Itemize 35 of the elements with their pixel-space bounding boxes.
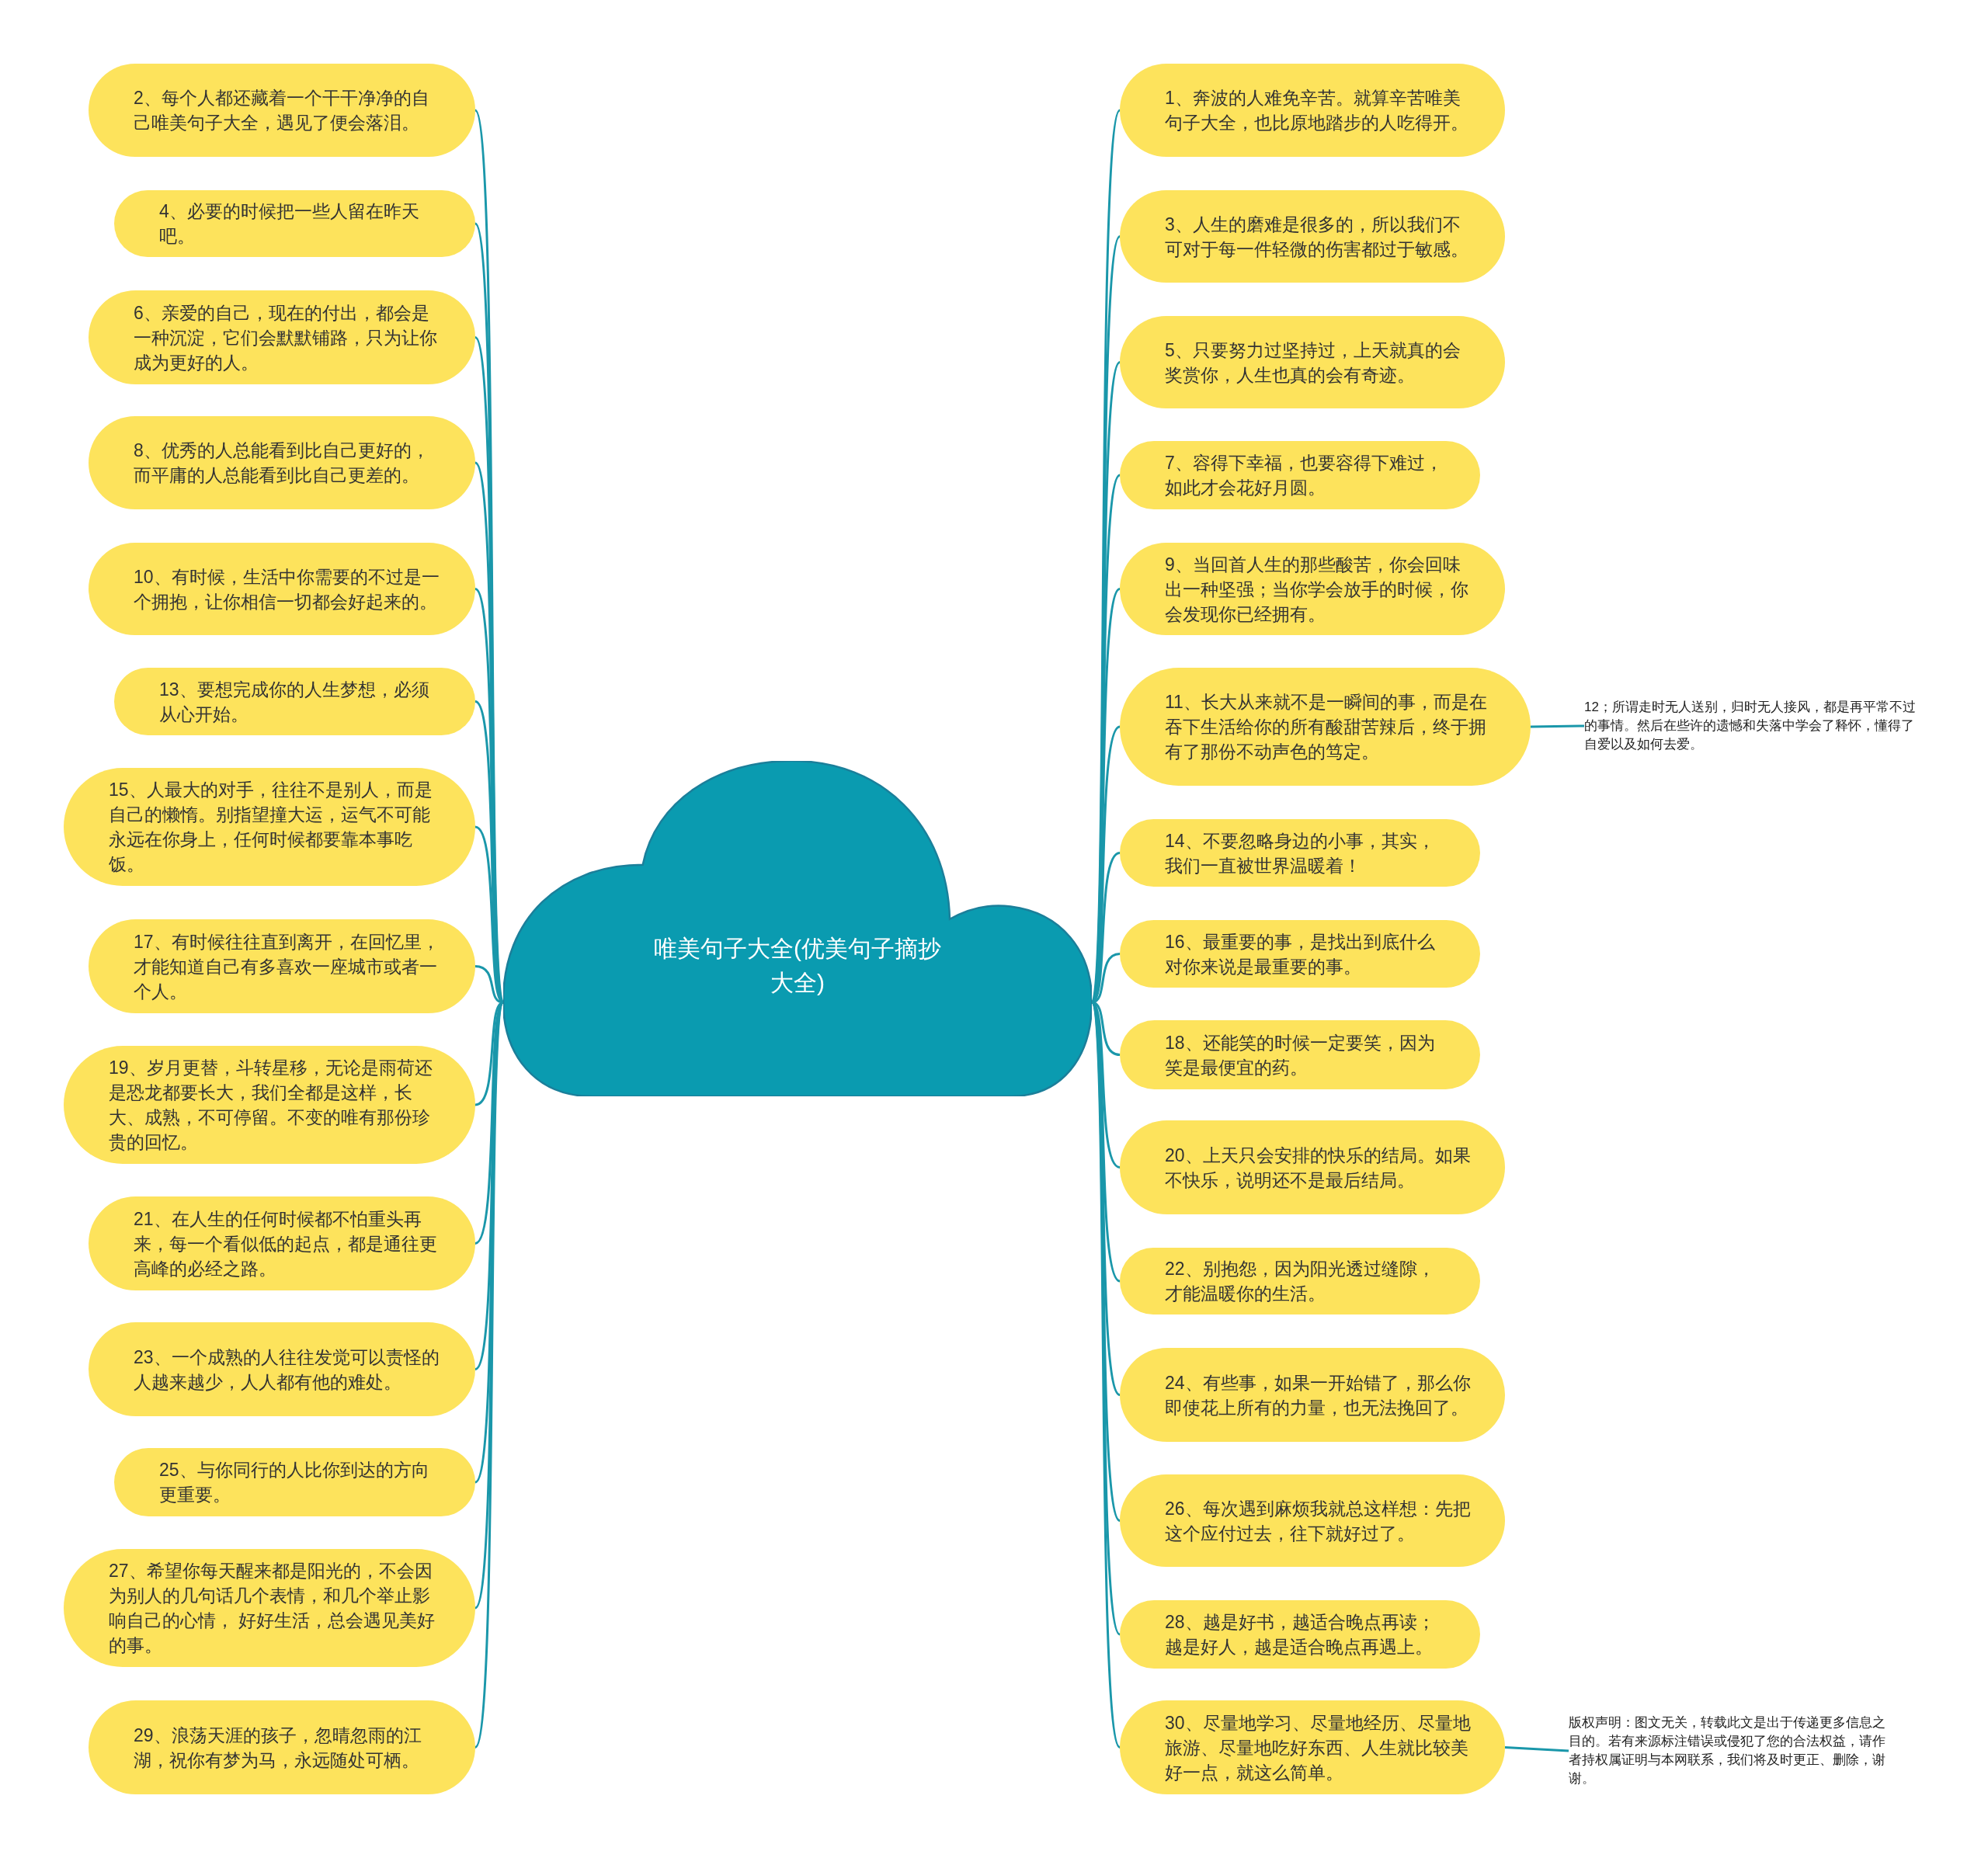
topic-text: 16、最重要的事，是找出到底什么对你来说是最重要的事。: [1165, 930, 1436, 978]
topic-text: 25、与你同行的人比你到达的方向更重要。: [159, 1459, 430, 1506]
topic-text: 11、长大从来就不是一瞬间的事，而是在吞下生活给你的所有酸甜苦辣后，终于拥有了那份不动声色的笃定。: [1165, 691, 1488, 763]
topic-text: 3、人生的磨难是很多的，所以我们不可对于每一件轻微的伤害都过于敏感。: [1165, 213, 1469, 261]
topic-text: 13、要想完成你的人生梦想，必须从心开始。: [159, 678, 430, 726]
topic-text: 8、优秀的人总能看到比自己更好的，而平庸的人总能看到比自己更差的。: [134, 439, 430, 487]
topic-text: 28、越是好书，越适合晚点再读；越是好人，越是适合晚点再遇上。: [1165, 1611, 1436, 1658]
root-title: 唯美句子大全(优美句子摘抄大全): [653, 935, 942, 997]
topic-text: 23、一个成熟的人往往发觉可以责怪的人越来越少，人人都有他的难处。: [134, 1346, 440, 1394]
topic-text: 24、有些事，如果一开始错了，那么你即使花上所有的力量，也无法挽回了。: [1165, 1371, 1471, 1419]
topic-text: 4、必要的时候把一些人留在昨天吧。: [159, 200, 420, 248]
topic-text: 2、每个人都还藏着一个干干净净的自己唯美句子大全，遇见了便会落泪。: [134, 87, 430, 134]
topic-text: 20、上天只会安排的快乐的结局。如果不快乐，说明还不是最后结局。: [1165, 1144, 1471, 1192]
topic-text: 19、岁月更替，斗转星移，无论是雨荷还是恐龙都要长大，我们全都是这样，长大、成熟，不可停留。不变的唯有那份珍贵的回忆。: [109, 1057, 433, 1154]
connector-line: [1530, 724, 1585, 728]
topic-text: 5、只要努力过坚持过，上天就真的会奖赏你，人生也真的会有奇迹。: [1165, 339, 1461, 387]
topic-text: 14、不要忽略身边的小事，其实，我们一直被世界温暖着！: [1165, 829, 1436, 877]
note-text: 版权声明：图文无关，转载此文是出于传递更多信息之目的。若有来源标注错误或侵犯了您的合法权益，请作者持权属证明与本网联系，我们将及时更正、删除，谢谢。: [1569, 1714, 1886, 1787]
topic-text: 21、在人生的任何时候都不怕重头再来，每一个看似低的起点，都是通往更高峰的必经之路。: [134, 1207, 438, 1280]
topic-text: 26、每次遇到麻烦我就总这样想：先把这个应付过去，往下就好过了。: [1165, 1497, 1471, 1545]
topic-text: 30、尽量地学习、尽量地经历、尽量地旅游、尽量地吃好东西、人生就比较美好一点，就这么简单。: [1165, 1711, 1471, 1784]
topic-text: 17、有时候往往直到离开，在回忆里，才能知道自己有多喜欢一座城市或者一个人。: [134, 930, 440, 1003]
note-text: 12；所谓走时无人送别，归时无人接风，都是再平常不过的事情。然后在些许的遗憾和失落中学会了释怀，懂得了自爱以及如何去爱。: [1584, 699, 1917, 753]
topic-text: 27、希望你每天醒来都是阳光的，不会因为别人的几句话几个表情，和几个举止影响自己的心情， 好好生活，总会遇见美好的事。: [109, 1560, 436, 1657]
topic-text: 18、还能笑的时候一定要笑，因为笑是最便宜的药。: [1165, 1031, 1436, 1079]
cloud-node: [503, 761, 1092, 1096]
topic-text: 7、容得下幸福，也要容得下难过，如此才会花好月圆。: [1165, 452, 1444, 499]
topic-text: 29、浪荡天涯的孩子，忽晴忽雨的江湖，祝你有梦为马，永远随处可栖。: [134, 1724, 422, 1772]
connector-line: [1504, 1746, 1569, 1752]
topic-text: 15、人最大的对手，往往不是别人，而是自己的懒惰。别指望撞大运，运气不可能永远在你身上，任何时候都要靠本事吃饭。: [109, 779, 433, 876]
topic-text: 1、奔波的人难免辛苦。就算辛苦唯美句子大全，也比原地踏步的人吃得开。: [1165, 87, 1469, 134]
topic-text: 6、亲爱的自己，现在的付出，都会是一种沉淀，它们会默默铺路，只为让你成为更好的人。: [134, 301, 438, 374]
topic-text: 9、当回首人生的那些酸苦，你会回味出一种坚强；当你学会放手的时候，你会发现你已经拥有。: [1165, 553, 1469, 626]
topic-text: 22、别抱怨，因为阳光透过缝隙，才能温暖你的生活。: [1165, 1258, 1436, 1305]
topic-text: 10、有时候，生活中你需要的不过是一个拥抱，让你相信一切都会好起来的。: [134, 565, 440, 613]
